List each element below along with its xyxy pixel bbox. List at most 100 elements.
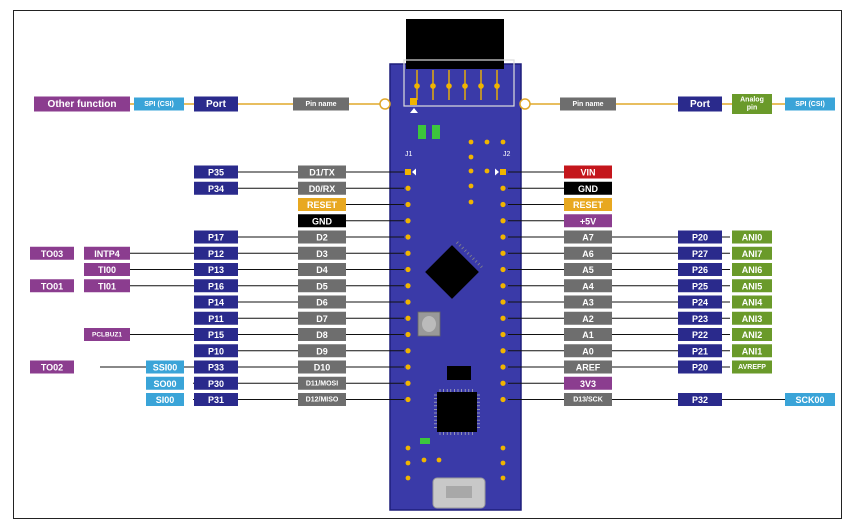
left-port-label: P35 bbox=[194, 165, 238, 179]
left-other-function-bg bbox=[84, 263, 130, 276]
legend-spi-left-bg bbox=[134, 97, 184, 111]
board-pad bbox=[405, 445, 411, 451]
left-other-function: TI00 bbox=[84, 263, 130, 276]
board-pad bbox=[436, 457, 442, 463]
pin-pad bbox=[500, 396, 506, 403]
right-pin-label-text: A7 bbox=[582, 233, 594, 243]
left-other-function2-bg bbox=[30, 246, 74, 260]
left-row bbox=[130, 331, 411, 338]
right-analog-label: ANI5 bbox=[732, 279, 772, 293]
left-pin-label-bg bbox=[298, 214, 346, 228]
right-port-label-text: P25 bbox=[692, 281, 708, 291]
right-pin-label-text: A5 bbox=[582, 265, 594, 275]
pin-pad bbox=[405, 396, 411, 403]
left-pin-label: GND bbox=[298, 214, 346, 228]
left-port-label: P16 bbox=[194, 279, 238, 293]
left-pin-label-bg bbox=[298, 198, 346, 211]
left-pin-label-bg bbox=[298, 393, 346, 406]
left-pin-label-text: D4 bbox=[316, 265, 328, 275]
left-port-label-text: P15 bbox=[208, 330, 224, 340]
led-green bbox=[418, 125, 426, 139]
legend-port-left: Port bbox=[194, 96, 238, 112]
right-pin-label-bg bbox=[564, 165, 612, 179]
left-port-label: P17 bbox=[194, 230, 238, 244]
left-port-label-text: P35 bbox=[208, 168, 224, 178]
pin-pad bbox=[500, 283, 506, 289]
pin-pad bbox=[500, 299, 506, 305]
left-spi-label-text: SO00 bbox=[153, 379, 176, 389]
right-port-label: P24 bbox=[678, 295, 722, 309]
right-pin-label-bg bbox=[564, 198, 612, 211]
right-analog-label-text: ANI1 bbox=[742, 346, 763, 356]
right-pin-label: D13/SCK bbox=[564, 393, 612, 406]
right-port-label-bg bbox=[678, 328, 722, 341]
right-pin-label: A1 bbox=[564, 328, 612, 341]
pin-pad bbox=[500, 234, 506, 240]
left-port-label-text: P16 bbox=[208, 281, 224, 291]
left-spi-label-bg bbox=[146, 360, 184, 374]
pin-pad bbox=[500, 380, 506, 386]
right-port-label: P27 bbox=[678, 246, 722, 260]
right-pin-label-bg bbox=[564, 360, 612, 374]
board-pad bbox=[468, 139, 474, 145]
right-pin-label: A6 bbox=[564, 246, 612, 260]
legend-spi-left-text: SPI (CSI) bbox=[144, 101, 174, 108]
right-pin-label-text: D13/SCK bbox=[573, 397, 603, 404]
right-port-label: P26 bbox=[678, 263, 722, 276]
right-spi-label: SCK00 bbox=[785, 393, 835, 406]
left-spi-label: SSI00 bbox=[146, 360, 184, 374]
left-pin-label-bg bbox=[298, 279, 346, 293]
chip-leg bbox=[480, 265, 483, 269]
left-pin-label-bg bbox=[298, 328, 346, 341]
right-pin-label-text: A2 bbox=[582, 314, 594, 324]
chip-leg bbox=[455, 241, 459, 244]
left-port-label-text: P30 bbox=[208, 379, 224, 389]
right-pin-label: 3V3 bbox=[564, 376, 612, 390]
left-other-function-text: TI01 bbox=[98, 281, 116, 291]
pin-pad-square bbox=[500, 169, 506, 175]
left-port-label: P14 bbox=[194, 295, 238, 309]
board-pad bbox=[468, 183, 474, 189]
left-other-function-bg bbox=[84, 279, 130, 293]
right-pin-label-bg bbox=[564, 230, 612, 244]
left-port-label-bg bbox=[194, 344, 238, 358]
left-port-label-text: P13 bbox=[208, 265, 224, 275]
left-pin-label: D5 bbox=[298, 279, 346, 293]
left-port-label-text: P17 bbox=[208, 233, 224, 243]
right-analog-label-bg bbox=[732, 311, 772, 325]
left-pin-label: D7 bbox=[298, 311, 346, 325]
right-pin-label: RESET bbox=[564, 198, 612, 211]
pin-pad bbox=[405, 218, 411, 224]
board-pad bbox=[500, 445, 506, 451]
right-port-label-text: P23 bbox=[692, 314, 708, 324]
left-other-function2: TO02 bbox=[30, 360, 74, 374]
right-analog-label: ANI4 bbox=[732, 295, 772, 309]
left-port-label-text: P34 bbox=[208, 184, 224, 194]
left-pin1-arrow-icon bbox=[412, 168, 416, 176]
left-port-label-bg bbox=[194, 279, 238, 293]
left-row bbox=[346, 218, 411, 224]
header-outline bbox=[403, 59, 515, 107]
left-pin-label-text: D3 bbox=[316, 249, 328, 259]
chip-leg bbox=[458, 243, 462, 247]
left-pin-label-text: D5 bbox=[316, 281, 328, 291]
right-pin-label: +5V bbox=[564, 214, 612, 228]
left-port-label-text: P14 bbox=[208, 298, 224, 308]
pin-pad bbox=[405, 185, 411, 191]
right-port-label: P21 bbox=[678, 344, 722, 358]
pin-pad bbox=[405, 234, 411, 240]
right-pin-label: A7 bbox=[564, 230, 612, 244]
board-pad bbox=[500, 139, 506, 145]
right-port-label: P32 bbox=[678, 393, 722, 406]
right-analog-label-bg bbox=[732, 230, 772, 244]
right-pin-label-text: VIN bbox=[580, 168, 595, 178]
right-analog-label: AVREFP bbox=[732, 360, 772, 374]
right-analog-label-text: AVREFP bbox=[738, 364, 766, 371]
chip-leg bbox=[477, 262, 481, 266]
right-analog-label: ANI7 bbox=[732, 246, 772, 260]
right-pin-label-text: +5V bbox=[580, 216, 596, 226]
header-pin1-square bbox=[410, 98, 417, 105]
right-pin-label: AREF bbox=[564, 360, 612, 374]
pin-pad bbox=[500, 348, 506, 354]
right-pin-label: A0 bbox=[564, 344, 612, 358]
